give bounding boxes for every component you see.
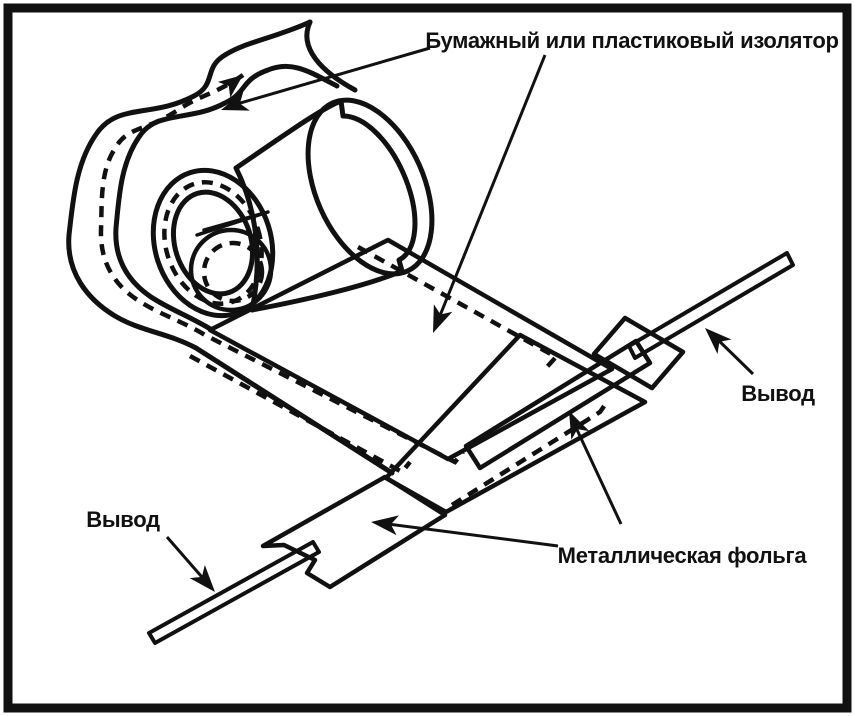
label-lead-right: Вывод [741, 381, 815, 406]
top-insulator-sheet [207, 237, 615, 462]
leader-foil-upper [570, 418, 623, 525]
ribbon-tip-right-edge [304, 19, 358, 93]
lead-right-strip [627, 251, 795, 360]
leader-insulator-roll [229, 46, 431, 108]
leader-insulator-sheet [435, 54, 547, 324]
arrowhead-foil-lower [371, 515, 400, 536]
label-lead-left: Вывод [86, 507, 160, 532]
hidden-foil-dashed-ribbon-2 [188, 354, 412, 475]
winding-direction-arrowhead [217, 75, 243, 98]
metal-foil-lower [260, 474, 448, 590]
label-foil: Металлическая фольга [558, 543, 808, 568]
arrowhead-foil-upper [569, 411, 590, 440]
hidden-foil-dashed-ribbon [98, 73, 465, 465]
hidden-foil-dashed-top [356, 245, 560, 370]
leader-foil-lower [379, 521, 559, 548]
ribbon-inner-edge [113, 63, 340, 333]
arrowhead-insulator-roll [221, 91, 250, 111]
leader-lead-left [165, 536, 210, 585]
diagram-frame [3, 3, 852, 713]
arrowhead-lead-right [705, 328, 732, 354]
roll-core-edge [188, 227, 274, 313]
ribbon-outer-edge [66, 19, 395, 476]
lead-left-strip [147, 540, 321, 645]
capacitor-roll [150, 97, 435, 319]
metal-foil-upper-band [463, 338, 653, 471]
label-insulator: Бумажный или пластиковый изолятор [425, 28, 838, 53]
bottom-insulator-sheet [383, 332, 648, 515]
roll-core-needle [195, 210, 270, 237]
roll-core-dashed [201, 240, 265, 304]
hidden-foil-dashed-bottom [450, 400, 609, 507]
arrowhead-lead-left [189, 565, 215, 592]
arrowhead-insulator-sheet [433, 304, 453, 333]
